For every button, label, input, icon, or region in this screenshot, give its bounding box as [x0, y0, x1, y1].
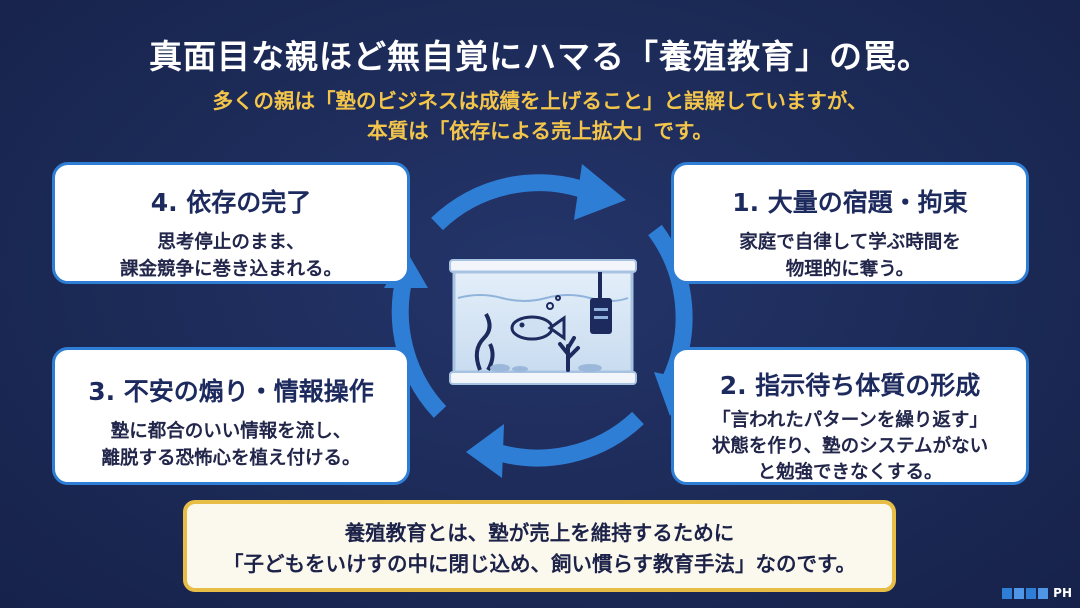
step-card-3: 3. 不安の煽り・情報操作 塾に都合のいい情報を流し、 離脱する恐怖心を植え付け… — [52, 347, 410, 485]
page-subtitle: 多くの親は「塾のビジネスは成績を上げること」と誤解していますが、 本質は「依存に… — [0, 86, 1080, 146]
step-3-line-2: 離脱する恐怖心を植え付ける。 — [101, 448, 361, 469]
step-2-line-1: 「言われたパターンを繰り返す」 — [712, 410, 988, 431]
cycle-arrow-left — [391, 272, 447, 418]
cycle-arrowhead-top — [574, 164, 626, 220]
logo-block-icon — [1002, 587, 1013, 599]
step-2-title: 2. 指示待ち体質の形成 — [719, 371, 981, 400]
subtitle-line-2: 本質は「依存による売上拡大」です。 — [367, 119, 713, 143]
step-4-line-1: 思考停止のまま、 — [157, 232, 305, 253]
page-title: 真面目な親ほど無自覚にハマる「養殖教育」の罠。 — [149, 37, 931, 76]
step-card-2: 2. 指示待ち体質の形成 「言われたパターンを繰り返す」 状態を作り、塾のシステ… — [671, 347, 1029, 485]
aquarium-fish-tank-icon — [449, 259, 637, 385]
step-card-4: 4. 依存の完了 思考停止のまま、 課金競争に巻き込まれる。 — [52, 162, 410, 284]
step-4-title: 4. 依存の完了 — [150, 188, 312, 217]
logo-text: PH — [1053, 586, 1072, 600]
step-2-line-3: と勉強できなくする。 — [757, 462, 943, 483]
subtitle-line-1: 多くの親は「塾のビジネスは成績を上げること」と誤解していますが、 — [212, 89, 868, 113]
cycle-diagram — [384, 164, 693, 478]
conclusion-line-2: 「子どもをいけすの中に閉じ込め、飼い慣らす教育手法」なのです。 — [222, 552, 857, 576]
step-3-title: 3. 不安の煽り・情報操作 — [88, 377, 374, 406]
step-2-line-2: 状態を作り、塾のシステムがない — [711, 436, 989, 457]
cycle-arrow-bottom — [487, 411, 644, 467]
cycle-arrow-top — [431, 174, 593, 231]
brand-logo: PH — [1002, 586, 1072, 600]
cycle-arrowhead-bottom — [466, 424, 504, 478]
step-card-1: 1. 大量の宿題・拘束 家庭で自律して学ぶ時間を 物理的に奪う。 — [671, 162, 1029, 284]
logo-block-icon — [1026, 587, 1037, 599]
logo-block-icon — [1038, 587, 1049, 599]
step-1-line-2: 物理的に奪う。 — [785, 259, 915, 280]
logo-block-icon — [1014, 587, 1025, 599]
step-4-line-2: 課金競争に巻き込まれる。 — [119, 259, 342, 280]
conclusion-line-1: 養殖教育とは、塾が売上を維持するために — [344, 521, 735, 545]
conclusion-box: 養殖教育とは、塾が売上を維持するために 「子どもをいけすの中に閉じ込め、飼い慣ら… — [183, 500, 896, 592]
step-3-line-1: 塾に都合のいい情報を流し、 — [110, 421, 352, 442]
step-1-line-1: 家庭で自律して学ぶ時間を — [739, 232, 961, 253]
step-1-title: 1. 大量の宿題・拘束 — [732, 188, 968, 217]
